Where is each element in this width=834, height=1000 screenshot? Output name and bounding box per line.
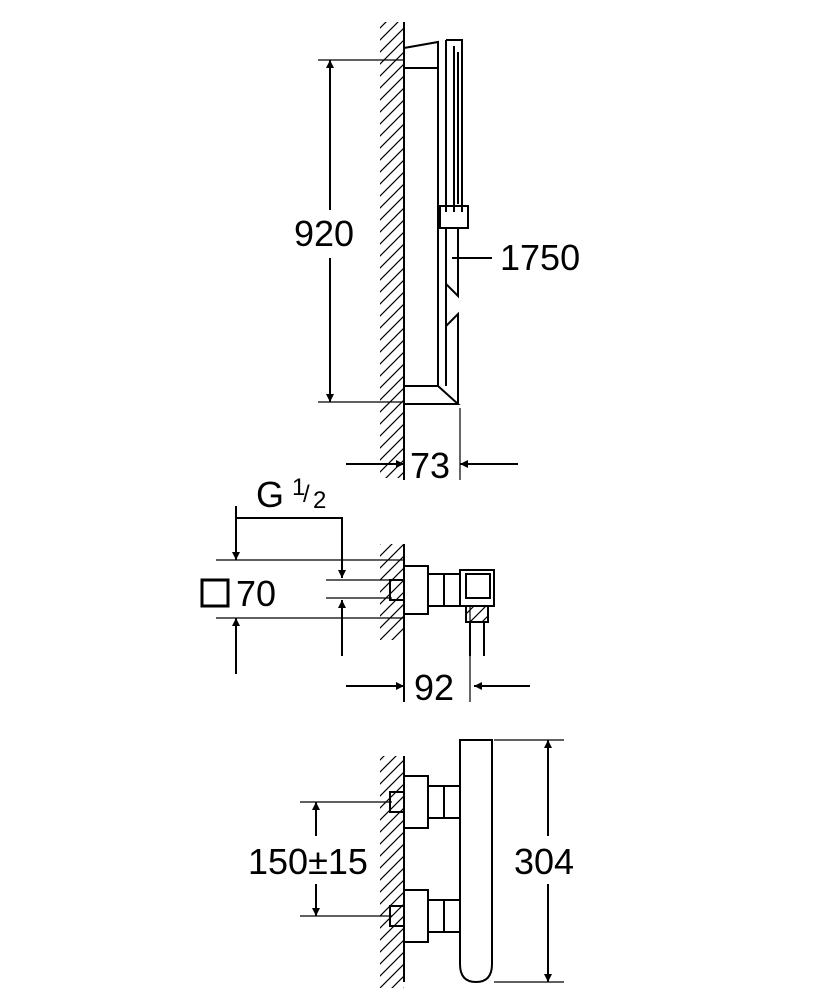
dim-92-label: 92 xyxy=(414,667,454,708)
thread-label: G xyxy=(256,474,284,515)
shower-rail-view: 920 1750 73 xyxy=(294,22,580,486)
hand-shower xyxy=(445,39,463,212)
connector-nipple xyxy=(389,579,405,601)
wall-hatch-top xyxy=(380,22,404,478)
bottom-bracket xyxy=(404,385,461,405)
thread-fraction-numerator: 1 xyxy=(292,474,305,501)
connection-detail-view: G 1 / 2 70 92 xyxy=(200,474,530,708)
union-body xyxy=(428,573,461,607)
dim-920-label: 920 xyxy=(294,213,354,254)
hose-nut xyxy=(465,605,489,623)
lower-escutcheon xyxy=(404,889,429,943)
thread-fraction-slash: / xyxy=(303,481,310,508)
dim-70-label: 70 xyxy=(236,573,276,614)
hose-lower xyxy=(445,311,459,404)
dim-73-label: 73 xyxy=(410,445,450,486)
wall-hatch-bottom xyxy=(380,756,404,988)
thread-fraction-denominator: 2 xyxy=(313,487,326,514)
square-symbol xyxy=(200,578,230,608)
thermostat-body xyxy=(459,739,493,984)
thermostat-view: 150±15 304 xyxy=(248,739,574,988)
dim-304-label: 304 xyxy=(514,841,574,882)
escutcheon xyxy=(404,565,429,615)
dim-150-label: 150±15 xyxy=(248,841,368,882)
top-bracket xyxy=(403,40,439,69)
hose-upper xyxy=(445,228,459,299)
upper-escutcheon xyxy=(404,775,429,829)
hose-middle xyxy=(469,622,485,656)
wall-hatch-middle xyxy=(380,544,404,640)
slider xyxy=(439,205,469,229)
dim-1750-label: 1750 xyxy=(500,237,580,278)
